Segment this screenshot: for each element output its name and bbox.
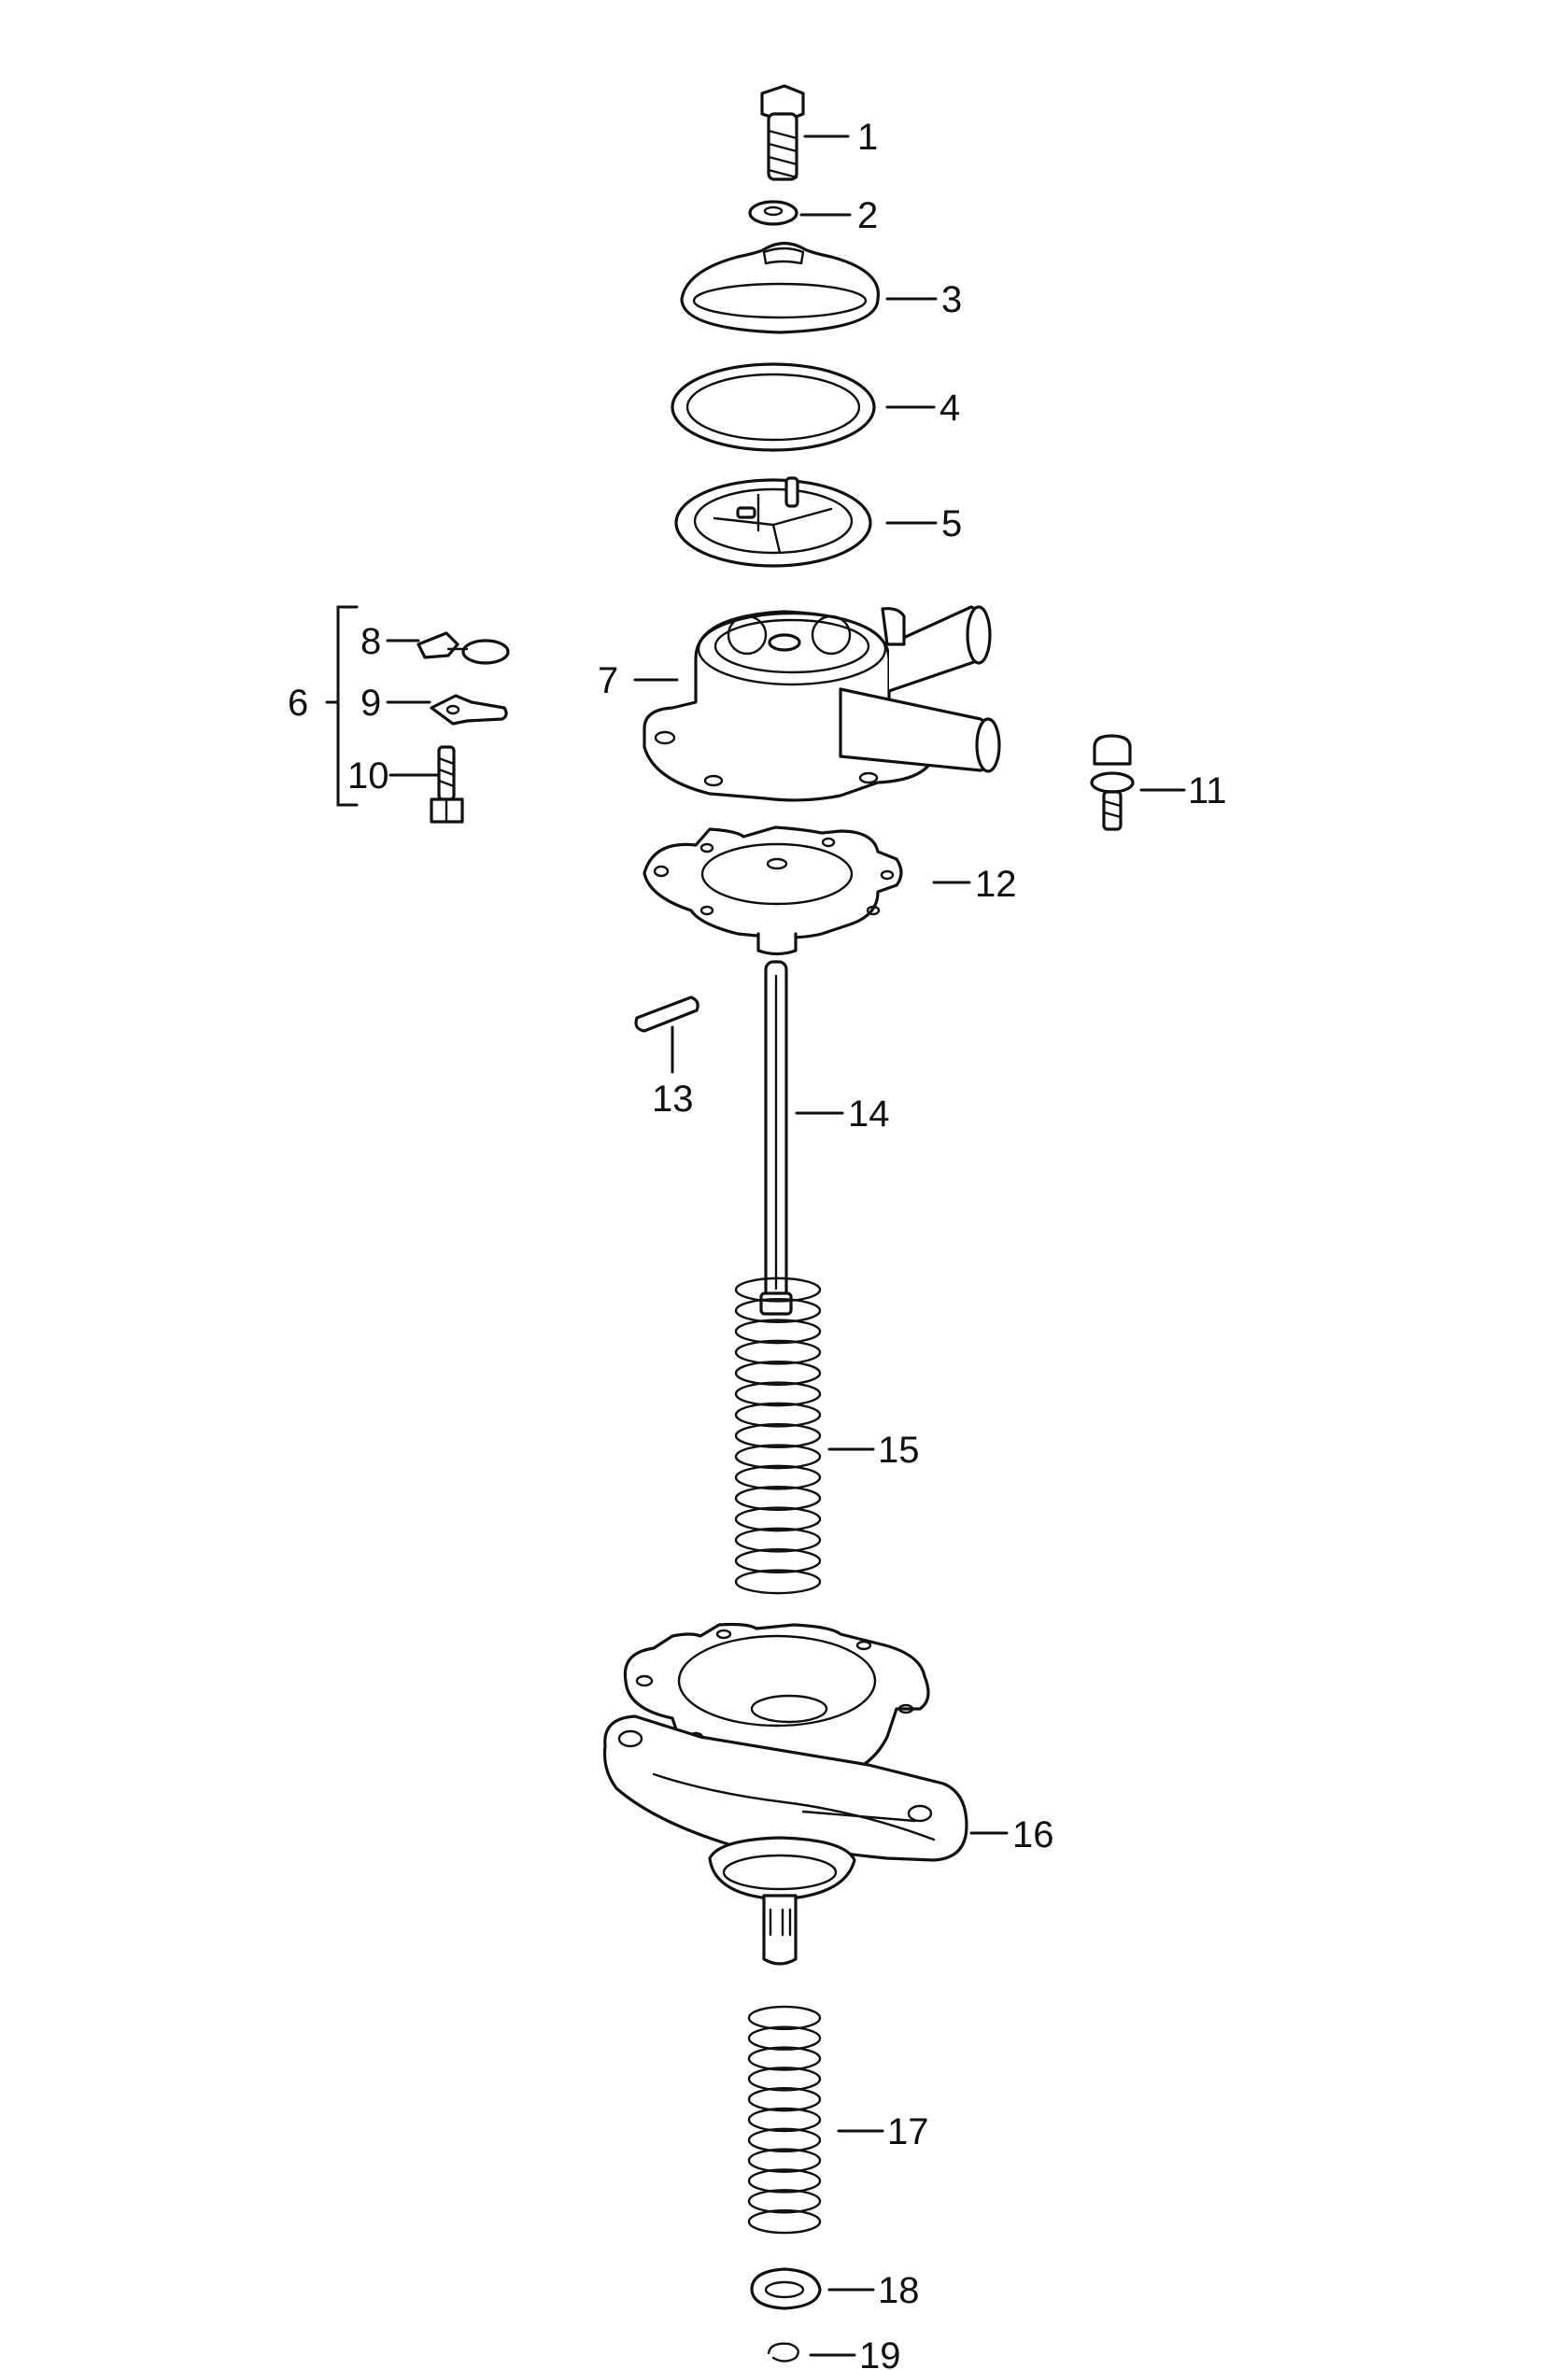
- callout-15: 15: [878, 1430, 920, 1471]
- part-13-pin: [634, 995, 699, 1033]
- part-3-cover-cap: [680, 241, 880, 334]
- spring-coil: [734, 1277, 822, 1303]
- spring-coil: [734, 1381, 822, 1407]
- callout-5: 5: [941, 503, 962, 544]
- spring-coil: [734, 1444, 822, 1470]
- callout-7: 7: [598, 660, 618, 701]
- part-18-spring-cup: [750, 2267, 822, 2310]
- callout-12: 12: [975, 864, 1017, 905]
- part-1-hex-bolt: [760, 84, 805, 181]
- part-7-upper-housing: [643, 605, 1001, 802]
- callout-19: 19: [859, 2335, 901, 2370]
- spring-coil: [734, 1527, 822, 1553]
- spring-coil: [734, 1319, 822, 1345]
- part-9-lock-plate: [430, 694, 508, 726]
- part-10-screw: [430, 745, 464, 824]
- spring-coil: [747, 2005, 822, 2031]
- spring-coil: [734, 1548, 822, 1573]
- spring-coil: [747, 2148, 822, 2173]
- callout-16: 16: [1012, 1814, 1054, 1855]
- callout-17: 17: [887, 2111, 929, 2152]
- part-16-lower-body: [602, 1622, 968, 1966]
- spring-coil: [734, 1361, 822, 1386]
- leader-6-bracket: [325, 605, 359, 807]
- callout-labels: 1 2 3 4 5 6 7 8 9 10 11 12 13 14 15 16 1…: [288, 117, 1227, 2370]
- callout-8: 8: [360, 621, 381, 662]
- spring-coil: [734, 1339, 822, 1365]
- leader-lines: [325, 134, 1186, 2357]
- callout-9: 9: [360, 683, 381, 724]
- spring-coil: [734, 1506, 822, 1532]
- part-5-valve-plate: [674, 476, 872, 568]
- callout-4: 4: [939, 388, 960, 429]
- spring-coil: [747, 2067, 822, 2092]
- callout-14: 14: [848, 1093, 890, 1135]
- part-17-spring: [747, 2005, 822, 2235]
- callout-2: 2: [857, 195, 878, 236]
- spring-coil: [747, 2127, 822, 2153]
- callout-11: 11: [1188, 770, 1227, 811]
- part-8-clip: [417, 631, 510, 665]
- spring-coil: [734, 1486, 822, 1511]
- spring-coil: [734, 1464, 822, 1490]
- part-15-spring: [734, 1277, 822, 1595]
- callout-18: 18: [878, 2270, 920, 2311]
- callout-6: 6: [288, 683, 308, 724]
- spring-coil: [734, 1298, 822, 1323]
- part-4-gasket-ring: [671, 362, 876, 452]
- part-14-pushrod: [759, 960, 793, 1316]
- spring-coil: [734, 1423, 822, 1448]
- part-19-retaining-clip: [767, 2342, 799, 2363]
- callout-1: 1: [857, 117, 878, 158]
- spring-coil: [734, 1402, 822, 1428]
- callout-10: 10: [347, 755, 389, 797]
- spring-coil: [747, 2046, 822, 2071]
- part-2-washer: [748, 200, 798, 226]
- spring-coil: [734, 1569, 822, 1595]
- part-11-screw-washer: [1090, 734, 1135, 831]
- callout-13: 13: [652, 1079, 694, 1120]
- spring-coil: [747, 2086, 822, 2112]
- spring-coil: [747, 2208, 822, 2235]
- spring-coil: [747, 2168, 822, 2194]
- spring-coil: [747, 2189, 822, 2214]
- spring-coil: [747, 2025, 822, 2051]
- spring-coil: [747, 2107, 822, 2133]
- part-12-diaphragm: [643, 825, 903, 956]
- callout-3: 3: [941, 279, 962, 320]
